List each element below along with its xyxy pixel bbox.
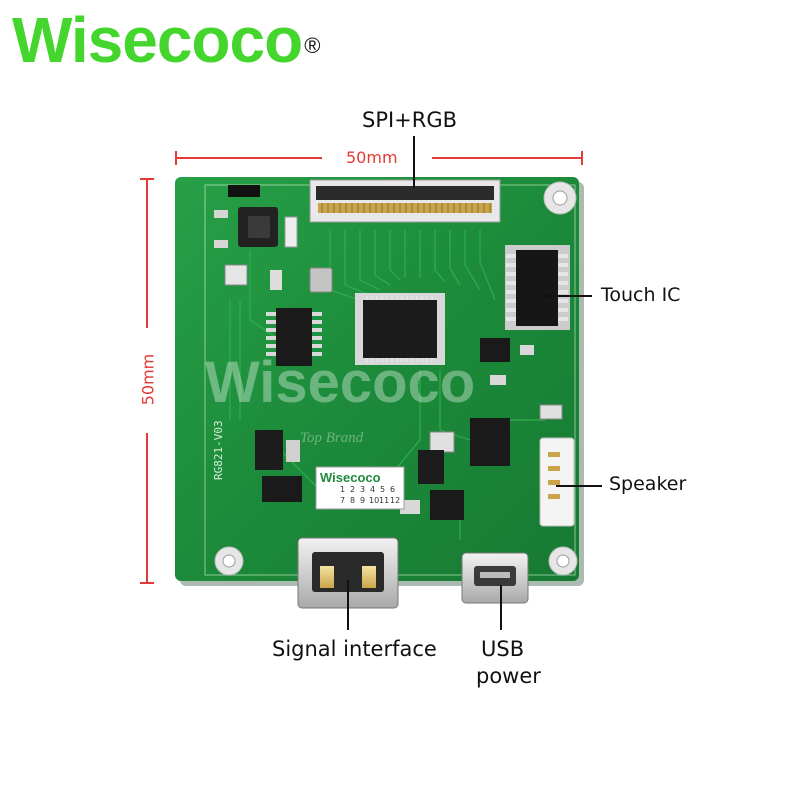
- sticker-num: 2: [350, 485, 355, 494]
- width-dim-line-right: [432, 157, 582, 159]
- callout-signal-interface: Signal interface: [272, 637, 437, 661]
- sticker-num: 6: [390, 485, 395, 494]
- touch-ic-chip: [516, 250, 558, 326]
- width-dim-tick-left: [175, 151, 177, 165]
- height-dim-line-bottom: [146, 433, 148, 583]
- leader-spi-rgb: [413, 136, 415, 188]
- brand-sticker: [315, 466, 405, 510]
- callout-usb-line2: power: [476, 664, 541, 688]
- height-dim-tick-bottom: [140, 582, 154, 584]
- leader-usb-power: [500, 585, 502, 630]
- sticker-num: 9: [360, 496, 365, 505]
- left-ic-chip: [276, 308, 312, 366]
- sticker-num: 8: [350, 496, 355, 505]
- registered-mark: ®: [304, 33, 320, 58]
- height-dim-line-top: [146, 178, 148, 328]
- amp-ic-chip: [470, 418, 510, 466]
- width-dim-line-left: [176, 157, 322, 159]
- sticker-num: 11: [379, 496, 389, 505]
- width-dim-label: 50mm: [346, 148, 398, 167]
- fpc-pins: [318, 203, 492, 213]
- callout-speaker: Speaker: [609, 473, 687, 495]
- leader-speaker: [556, 485, 602, 487]
- sticker-num: 4: [370, 485, 375, 494]
- brand-logo-text: Wisecoco: [12, 4, 303, 76]
- sticker-num: 10: [369, 496, 379, 505]
- watermark-subtext: Top Brand: [300, 430, 364, 446]
- sticker-num: 5: [380, 485, 385, 494]
- leader-signal-interface: [347, 580, 349, 630]
- sticker-num: 12: [390, 496, 400, 505]
- callout-spi-rgb: SPI+RGB: [362, 108, 458, 132]
- height-dim-tick-top: [140, 178, 154, 180]
- sticker-num: 1: [340, 485, 345, 494]
- regulator: [255, 430, 283, 470]
- sticker-brand: Wisecoco: [320, 470, 381, 485]
- silkscreen-model: RG821-V03: [212, 420, 225, 480]
- main-controller-chip: [363, 300, 437, 358]
- height-dim-label: 50mm: [138, 353, 158, 406]
- watermark-text: Wisecoco: [205, 350, 475, 415]
- sticker-num: 7: [340, 496, 345, 505]
- sticker-num: 3: [360, 485, 365, 494]
- brand-logo: Wisecoco®: [12, 2, 320, 78]
- callout-touch-ic: Touch IC: [601, 284, 681, 306]
- callout-usb-line1: USB: [481, 637, 525, 661]
- width-dim-tick-right: [581, 151, 583, 165]
- leader-touch-ic: [540, 295, 592, 297]
